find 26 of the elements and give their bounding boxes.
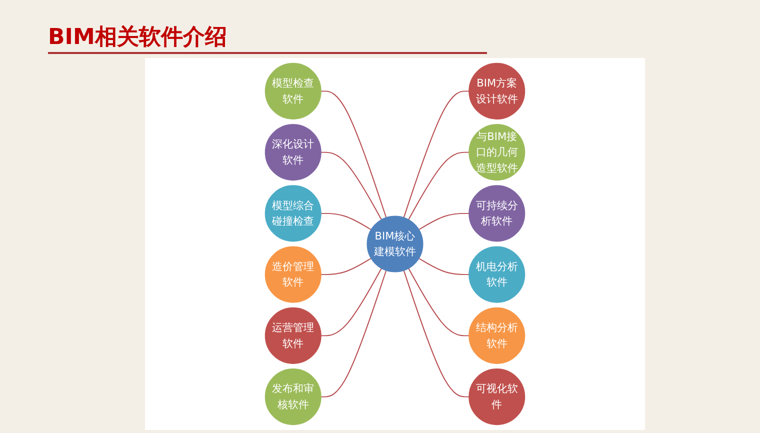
node-circle: 结构分析软件 bbox=[468, 307, 526, 364]
connector bbox=[403, 90, 470, 218]
node-circle: 深化设计软件 bbox=[264, 124, 322, 181]
node-circle: 模型综合碰撞检查 bbox=[264, 185, 322, 242]
node-circle: 运营管理软件 bbox=[264, 307, 322, 364]
connector bbox=[320, 212, 372, 230]
node-circle: 可持续分析软件 bbox=[468, 185, 526, 242]
connector bbox=[320, 268, 382, 336]
connector bbox=[418, 258, 470, 276]
node-circle: BIM方案设计软件 bbox=[468, 62, 526, 120]
connector bbox=[320, 152, 382, 220]
connector bbox=[320, 90, 387, 218]
node-circle: 与BIM接口的几何造型软件 bbox=[468, 124, 526, 181]
connector bbox=[418, 212, 470, 230]
title: BIM相关软件介绍 bbox=[48, 22, 487, 54]
connector bbox=[408, 152, 470, 220]
node-circle: 机电分析软件 bbox=[468, 246, 526, 303]
node-circle: 模型检查软件 bbox=[264, 62, 322, 120]
connector bbox=[408, 268, 470, 336]
connector bbox=[320, 270, 387, 398]
node-circle: 造价管理软件 bbox=[264, 246, 322, 303]
connector bbox=[403, 270, 470, 398]
node-circle: 发布和审核软件 bbox=[264, 368, 322, 426]
node-circle: BIM核心建模软件 bbox=[366, 216, 424, 272]
node-circle: 可视化软件 bbox=[468, 368, 526, 426]
connector bbox=[320, 258, 372, 276]
